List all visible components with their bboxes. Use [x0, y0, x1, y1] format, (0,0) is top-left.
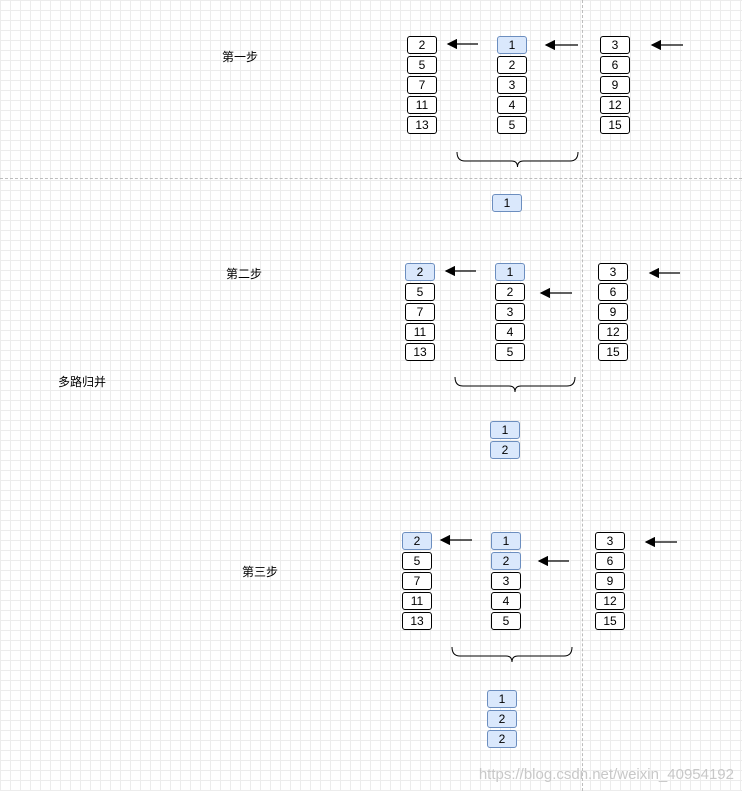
step-2-output-cell: 2 [490, 441, 520, 459]
step-2-col-c-cell: 6 [598, 283, 628, 301]
horizontal-divider [0, 178, 742, 179]
step-1-col-a-cell: 2 [407, 36, 437, 54]
step-3-col-c-cell: 6 [595, 552, 625, 570]
step-3-output-cell: 1 [487, 690, 517, 708]
step-1-col-c-cell: 9 [600, 76, 630, 94]
step-3-col-b-cell: 3 [491, 572, 521, 590]
step-3-col-c-cell: 9 [595, 572, 625, 590]
step-1-col-a-cell: 7 [407, 76, 437, 94]
step-2-label: 第二步 [226, 267, 263, 281]
step-3-col-b-cell: 2 [491, 552, 521, 570]
step-3-col-a-cell: 11 [402, 592, 432, 610]
step-3-col-a-cell: 2 [402, 532, 432, 550]
step-3-col-a-cell: 13 [402, 612, 432, 630]
step-2-col-a-cell: 5 [405, 283, 435, 301]
merge-brace [454, 376, 576, 393]
step-2-col-a-cell: 2 [405, 263, 435, 281]
step-2-col-b-cell: 2 [495, 283, 525, 301]
step-2-col-b-cell: 5 [495, 343, 525, 361]
step-1-col-c-cell: 12 [600, 96, 630, 114]
step-1-col-b-cell: 5 [497, 116, 527, 134]
step-3-output-cell: 2 [487, 730, 517, 748]
vertical-divider [582, 0, 583, 791]
step-1-col-c-cell: 6 [600, 56, 630, 74]
step-3-col-a-cell: 7 [402, 572, 432, 590]
step-3-col-b-cell: 5 [491, 612, 521, 630]
step-3-output-cell: 2 [487, 710, 517, 728]
diagram-title: 多路归并 [58, 375, 107, 389]
merge-brace [451, 646, 573, 663]
step-3-label: 第三步 [242, 565, 279, 579]
step-3-col-b-cell: 1 [491, 532, 521, 550]
step-2-col-c-cell: 3 [598, 263, 628, 281]
step-2-col-a-cell: 7 [405, 303, 435, 321]
step-1-col-b-cell: 1 [497, 36, 527, 54]
watermark: https://blog.csdn.net/weixin_40954192 [478, 766, 734, 783]
step-2-col-c-cell: 12 [598, 323, 628, 341]
merge-brace [456, 151, 579, 168]
step-3-col-c-cell: 12 [595, 592, 625, 610]
step-1-label: 第一步 [222, 50, 259, 64]
step-3-col-a-cell: 5 [402, 552, 432, 570]
step-1-col-a-cell: 13 [407, 116, 437, 134]
step-1-col-a-cell: 5 [407, 56, 437, 74]
step-1-col-b-cell: 4 [497, 96, 527, 114]
step-2-col-c-cell: 15 [598, 343, 628, 361]
step-1-col-a-cell: 11 [407, 96, 437, 114]
step-2-output-cell: 1 [490, 421, 520, 439]
step-2-col-a-cell: 13 [405, 343, 435, 361]
step-2-col-a-cell: 11 [405, 323, 435, 341]
step-1-col-c-cell: 15 [600, 116, 630, 134]
step-2-col-b-cell: 3 [495, 303, 525, 321]
step-1-col-b-cell: 2 [497, 56, 527, 74]
step-1-col-b-cell: 3 [497, 76, 527, 94]
step-1-output-cell: 1 [492, 194, 522, 212]
step-2-col-b-cell: 1 [495, 263, 525, 281]
step-2-col-c-cell: 9 [598, 303, 628, 321]
step-3-col-c-cell: 15 [595, 612, 625, 630]
step-1-col-c-cell: 3 [600, 36, 630, 54]
step-3-col-c-cell: 3 [595, 532, 625, 550]
step-2-col-b-cell: 4 [495, 323, 525, 341]
step-3-col-b-cell: 4 [491, 592, 521, 610]
